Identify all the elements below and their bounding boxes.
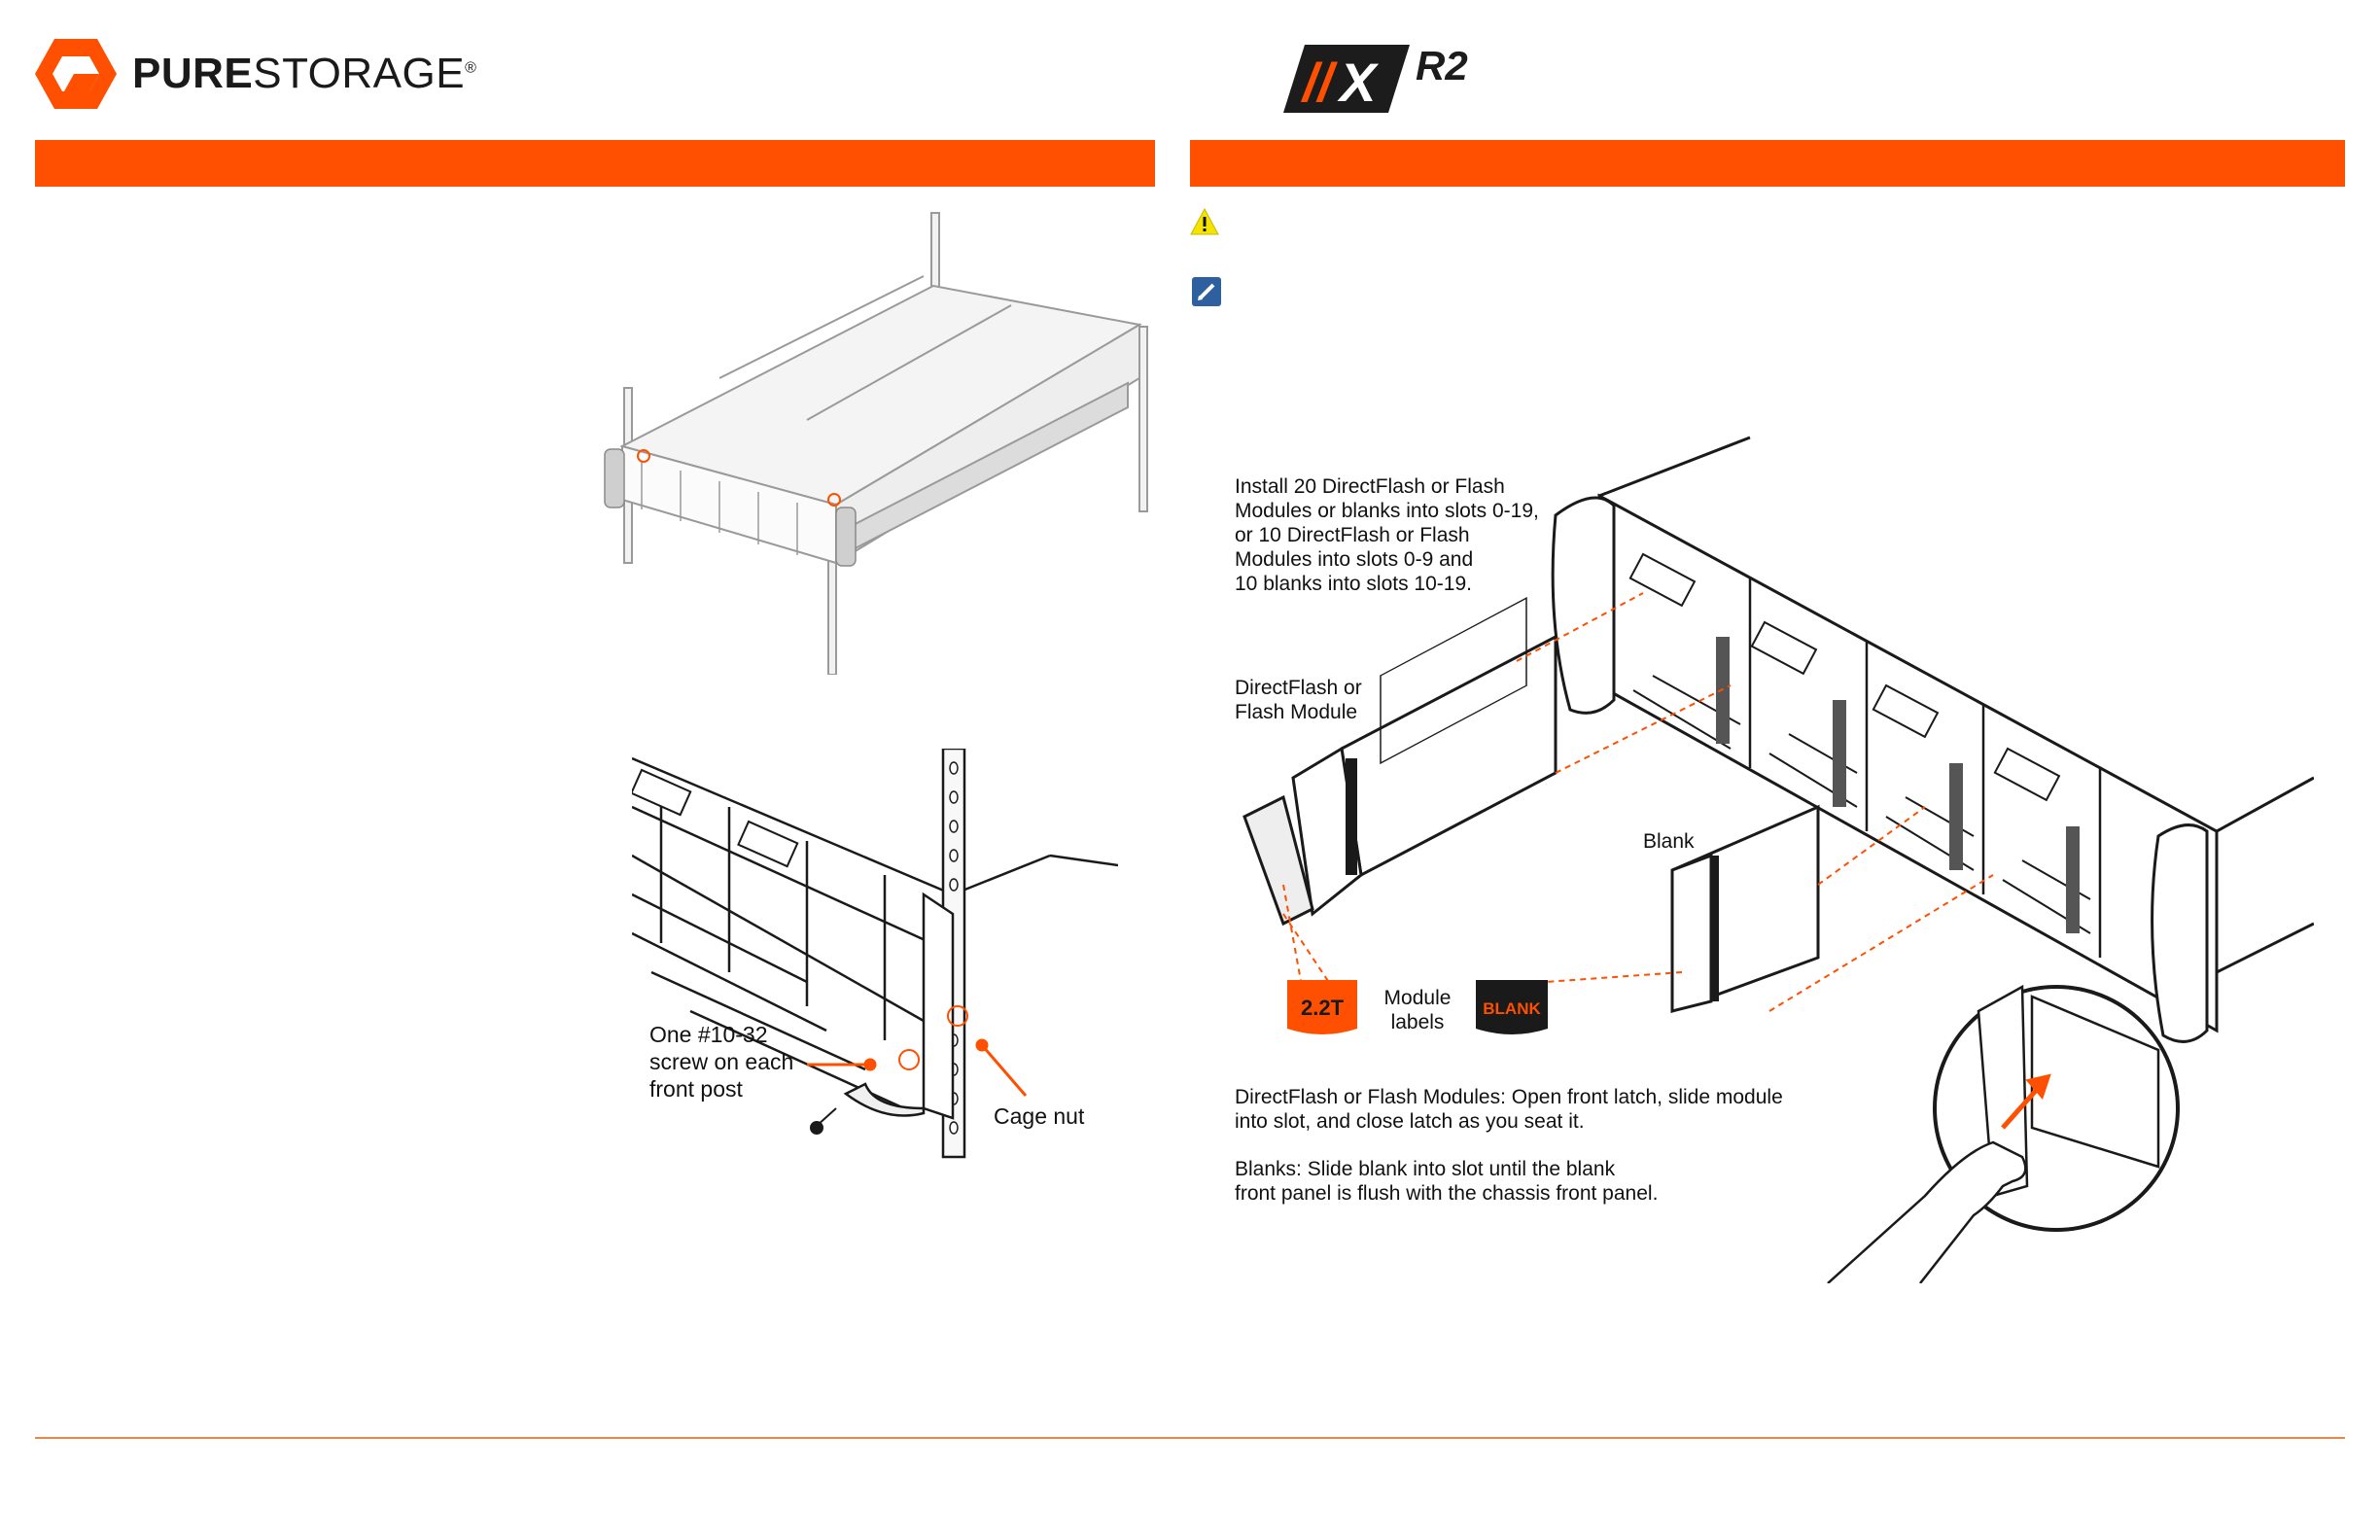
pencil-note-icon — [1192, 277, 1221, 311]
capacity-label-badge: 2.2T — [1287, 980, 1357, 1041]
module-labels-caption: Module labels — [1383, 987, 1452, 1033]
brand-name-bold: PURE — [132, 50, 254, 97]
module-label-text: DirectFlash or Flash Module — [1235, 677, 1362, 723]
install-note-text: Install 20 DirectFlash or Flash Modules … — [1235, 475, 1539, 595]
blank-label-badge: BLANK — [1476, 980, 1548, 1041]
footer-rule — [35, 1437, 2345, 1439]
pure-storage-logo: PURESTORAGE® — [35, 35, 476, 113]
model-mark-slashes: // — [1300, 52, 1339, 113]
brand-name-regular: STORAGE — [253, 50, 466, 97]
blank-label-text: Blank — [1643, 830, 1695, 853]
model-mark-x: X — [1337, 52, 1380, 113]
cage-nut-callout: Cage nut — [994, 1103, 1085, 1129]
blank-instructions: Blanks: Slide blank into slot until the … — [1235, 1158, 1659, 1205]
module-instructions: DirectFlash or Flash Modules: Open front… — [1235, 1086, 1783, 1133]
model-badge: // X R2 — [1283, 35, 1488, 117]
rack-mount-illustration — [583, 208, 1167, 680]
pure-storage-mark-icon — [35, 39, 117, 109]
brand-wordmark: PURESTORAGE® — [132, 50, 476, 98]
capacity-label-text: 2.2T — [1301, 996, 1345, 1020]
right-section-band — [1190, 140, 2345, 187]
screw-callout: One #10-32 screw on each front post — [649, 1022, 794, 1102]
chassis-module-install-illustration — [1225, 428, 2315, 1288]
blank-label-badge-text: BLANK — [1483, 999, 1541, 1018]
warning-icon — [1190, 207, 1219, 240]
brand-registered: ® — [465, 59, 477, 77]
model-suffix: R2 — [1416, 43, 1468, 88]
left-section-band — [35, 140, 1155, 187]
rack-screw-detail-illustration — [630, 747, 1119, 1181]
